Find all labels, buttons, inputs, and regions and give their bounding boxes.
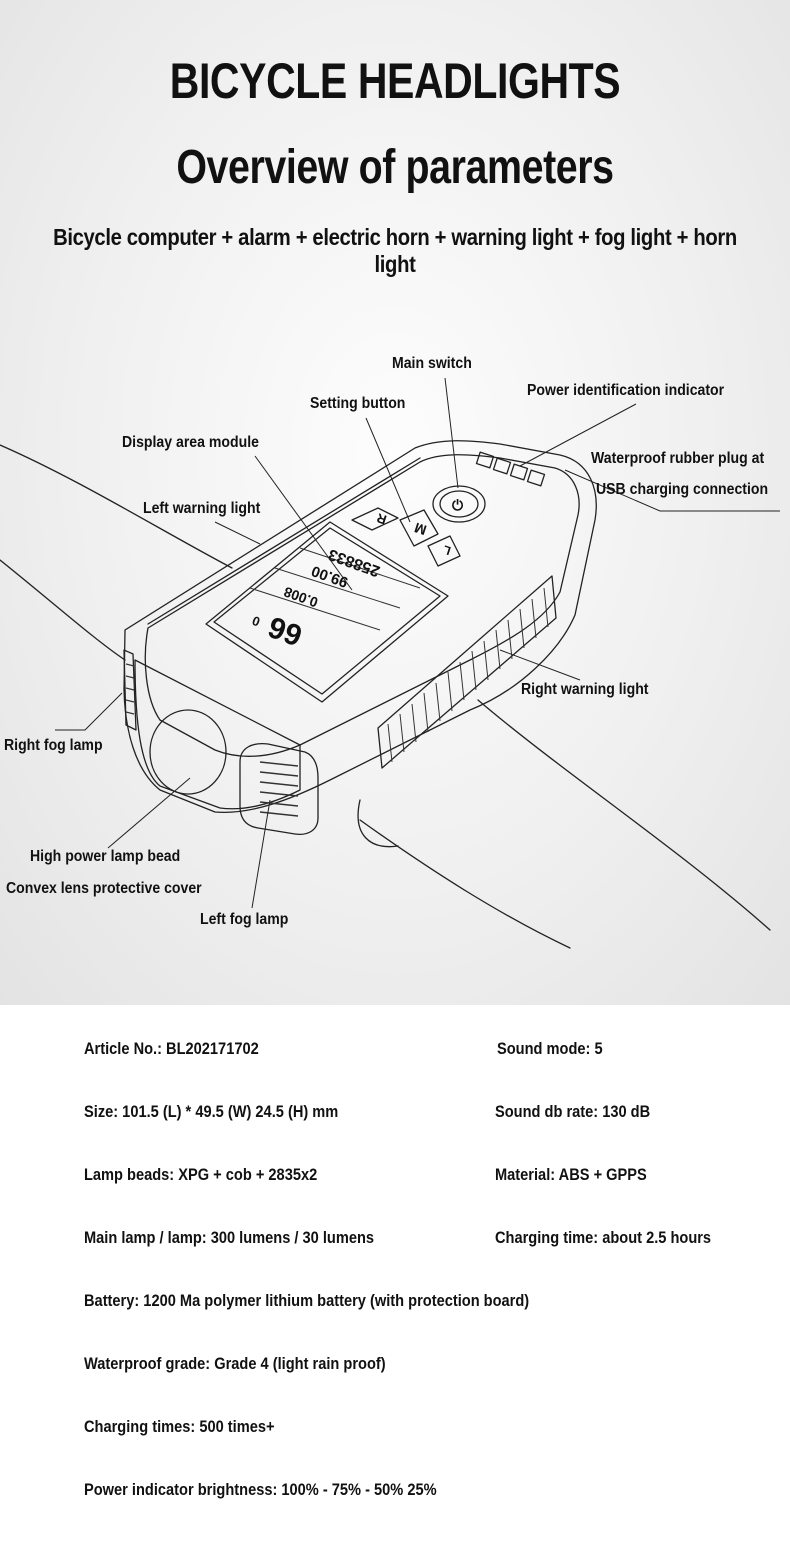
- callout-lamp-bead: High power lamp bead: [30, 848, 181, 865]
- callout-leaders: [55, 377, 780, 909]
- main-switch-ring: [432, 485, 486, 523]
- button-r-label[interactable]: R: [374, 510, 388, 527]
- mount-bracket: [357, 799, 399, 848]
- spec-charging-times: Charging times: 500 times+: [84, 1417, 275, 1436]
- spec-article: Article No.: BL202171702: [84, 1039, 259, 1058]
- button-m-outline: [399, 509, 439, 547]
- callout-left-fog: Left fog lamp: [200, 911, 289, 928]
- feature-tagline: Bicycle computer + alarm + electric horn…: [53, 224, 737, 277]
- callout-left-warning: Left warning light: [143, 500, 261, 517]
- spec-brightness: Power indicator brightness: 100% - 75% -…: [84, 1480, 437, 1499]
- body-top-face: [144, 454, 580, 757]
- handlebar-right-upper: [477, 699, 771, 931]
- callout-right-fog: Right fog lamp: [4, 737, 103, 754]
- battery-cell-4: [526, 469, 546, 487]
- display-screen: [213, 527, 441, 695]
- power-icon[interactable]: ⏻: [452, 497, 463, 513]
- leader-setting-button: [365, 417, 411, 523]
- handlebar-left-upper: [0, 444, 233, 569]
- leader-display-module: [254, 455, 353, 591]
- display-bezel: [205, 521, 449, 703]
- body-outline: [123, 440, 597, 814]
- lcd-dividers: [249, 547, 421, 631]
- spec-size: Size: 101.5 (L) * 49.5 (W) 24.5 (H) mm: [84, 1102, 339, 1121]
- callout-main-switch: Main switch: [392, 355, 472, 372]
- leader-right-fog: [55, 692, 123, 731]
- leader-right-warning: [499, 649, 581, 681]
- spec-lamp-beads: Lamp beads: XPG + cob + 2835x2: [84, 1165, 318, 1184]
- right-fog-ribs: [125, 663, 135, 715]
- leader-lamp-bead: [107, 777, 191, 849]
- callout-setting-button: Setting button: [310, 395, 406, 412]
- button-r-outline: [351, 507, 399, 531]
- leader-left-warning: [214, 521, 261, 545]
- battery-cell-2: [492, 457, 512, 475]
- spec-list: Article No.: BL202171702 Sound mode: 5 S…: [0, 1005, 790, 1563]
- convex-lens: [149, 709, 227, 795]
- page-subtitle: Overview of parameters: [176, 141, 614, 194]
- button-l-label[interactable]: L: [441, 542, 452, 558]
- spec-material: Material: ABS + GPPS: [495, 1165, 647, 1184]
- body-front-face: [134, 659, 301, 810]
- right-warning-light: [377, 575, 557, 769]
- button-m-label[interactable]: M: [412, 520, 428, 539]
- spec-battery: Battery: 1200 Ma polymer lithium battery…: [84, 1291, 530, 1310]
- lcd-speed: 66: [264, 609, 307, 651]
- fog-lamp-ribs: [259, 761, 299, 817]
- leader-main-switch: [444, 377, 459, 489]
- battery-cell-3: [509, 463, 529, 481]
- leader-waterproof-plug: [564, 469, 780, 512]
- button-l-outline: [427, 535, 461, 567]
- leader-power-indicator: [519, 403, 637, 467]
- spec-charging-time: Charging time: about 2.5 hours: [495, 1228, 712, 1247]
- callout-power-indicator: Power identification indicator: [527, 382, 725, 399]
- lcd-time: 0.008: [281, 584, 320, 611]
- callout-display-module: Display area module: [122, 434, 259, 451]
- left-fog-housing: [239, 742, 319, 836]
- warning-light-ribs: [387, 587, 549, 763]
- spec-waterproof: Waterproof grade: Grade 4 (light rain pr…: [84, 1354, 386, 1373]
- callout-waterproof-plug-2: USB charging connection: [596, 481, 769, 498]
- callout-right-warning: Right warning light: [521, 681, 649, 698]
- spec-sound-mode: Sound mode: 5: [497, 1039, 603, 1058]
- diagram-panel: BICYCLE HEADLIGHTS Overview of parameter…: [0, 0, 790, 1005]
- right-fog-lamp: [123, 649, 137, 731]
- handlebar-left-lower: [0, 559, 126, 661]
- main-switch-inner: [439, 490, 479, 518]
- left-warning-strip: [147, 457, 421, 625]
- leader-left-fog: [251, 799, 271, 909]
- handlebar-right-lower: [359, 819, 571, 949]
- page-title: BICYCLE HEADLIGHTS: [169, 53, 621, 109]
- callout-lens-cover: Convex lens protective cover: [6, 880, 202, 897]
- spec-sound-db: Sound db rate: 130 dB: [495, 1102, 651, 1121]
- callout-waterproof-plug-1: Waterproof rubber plug at: [591, 450, 765, 467]
- lcd-zero: 0: [250, 613, 262, 630]
- headlight-illustration: R M L ⏻ 258833 99.00 0.008 66 0: [0, 377, 780, 949]
- battery-cell-1: [475, 451, 495, 469]
- spec-main-lamp: Main lamp / lamp: 300 lumens / 30 lumens: [84, 1228, 375, 1247]
